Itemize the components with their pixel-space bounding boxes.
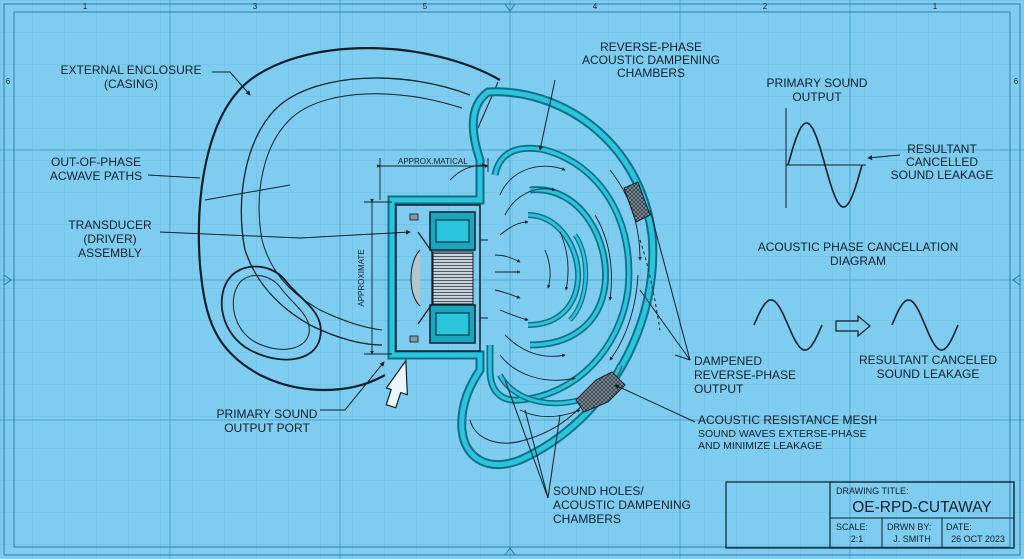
primary-output-arrow [385, 358, 408, 409]
scale-label: SCALE: [836, 522, 868, 532]
inverted-sine-wave [891, 299, 959, 351]
callout-resistance-mesh: ACOUSTIC RESISTANCE MESH SOUND WAVES EXT… [698, 413, 877, 452]
callout-text: DAMPENED [694, 354, 762, 368]
drawing-title: OE-RPD-CUTAWAY [852, 499, 992, 516]
callout-text: EXTERNAL ENCLOSURE [61, 63, 202, 77]
callout-text: OUTPUT [694, 382, 744, 396]
callout-dampened-output: DAMPENED REVERSE-PHASE OUTPUT [694, 354, 796, 396]
callout-text: AND MINIMIZE LEAKAGE [698, 440, 822, 452]
callout-text: (DRIVER) [83, 232, 136, 246]
date-label: DATE: [946, 522, 972, 532]
drawing-border [3, 3, 1021, 556]
mesh-pad-bottom [575, 371, 626, 413]
panel-text: SOUND LEAKAGE [891, 168, 994, 182]
callout-reverse-phase-chambers: REVERSE-PHASE ACOUSTIC DAMPENING CHAMBER… [582, 40, 720, 80]
dimension-label-horizontal: APPROX.MATICAL [398, 157, 468, 166]
earbud-cutaway: APPROX.MATICAL APPROXIMATE [197, 47, 661, 469]
ear-tip [220, 265, 322, 361]
scale-value: 2:1 [851, 534, 864, 544]
date-value: 26 OCT 2023 [951, 534, 1005, 544]
callout-text: ACWAVE PATHS [50, 169, 142, 183]
border-number: 2 [763, 2, 768, 11]
panel-text: RESULTANT CANCELED [859, 353, 997, 367]
voice-coil [432, 251, 474, 305]
callout-text: ACOUSTIC DAMPENING [582, 53, 720, 67]
drawn-by-value: J. SMITH [893, 534, 931, 544]
callout-primary-port: PRIMARY SOUND OUTPUT PORT [217, 407, 318, 435]
border-number: 4 [593, 2, 598, 11]
border-number: 1 [933, 2, 938, 11]
callout-out-of-phase: OUT-OF-PHASE ACWAVE PATHS [50, 155, 142, 183]
external-casing-outline [197, 47, 501, 392]
input-sine-wave [753, 299, 823, 351]
panel-text: OUTPUT [792, 90, 842, 104]
border-number: 6 [6, 77, 11, 86]
title-block: DRAWING TITLE: OE-RPD-CUTAWAY SCALE: 2:1… [725, 481, 1015, 549]
primary-sine-wave [787, 122, 863, 208]
callout-text: CHAMBERS [617, 66, 685, 80]
airflow-arrows [449, 163, 642, 418]
panel-text: SOUND LEAKAGE [877, 367, 980, 381]
callout-text: PRIMARY SOUND [217, 407, 318, 421]
callout-text: ACOUSTIC RESISTANCE MESH [698, 413, 877, 427]
transform-arrow [835, 314, 871, 338]
callout-sound-holes: SOUND HOLES/ ACOUSTIC DAMPENING CHAMBERS [553, 484, 691, 526]
callout-text: OUTPUT PORT [224, 421, 310, 435]
dimension-label-vertical: APPROXIMATE [357, 249, 366, 306]
border-numbers: 1 3 5 4 2 1 6 6 [6, 2, 1019, 86]
phase-cancellation-panel: PRIMARY SOUND OUTPUT RESULTANT CANCELLED… [753, 76, 997, 381]
border-number: 3 [253, 2, 258, 11]
dimension-lines [364, 158, 489, 355]
callout-text: REVERSE-PHASE [600, 40, 702, 54]
callout-text: SOUND HOLES/ [553, 484, 644, 498]
title-label: DRAWING TITLE: [836, 486, 909, 496]
drawn-by-label: DRWN BY: [887, 522, 931, 532]
callout-text: ACOUSTIC DAMPENING [553, 498, 691, 512]
border-number: 6 [1014, 77, 1019, 86]
callout-text: REVERSE-PHASE [694, 368, 796, 382]
border-number: 1 [83, 2, 88, 11]
callout-text: ASSEMBLY [78, 246, 142, 260]
panel-text: CANCELLED [906, 155, 978, 169]
panel-title: ACOUSTIC PHASE CANCELLATION [758, 240, 958, 254]
panel-title: DIAGRAM [830, 254, 886, 268]
panel-text: PRIMARY SOUND [767, 76, 868, 90]
callout-leaders [147, 71, 696, 499]
callout-text: TRANSDUCER [68, 218, 152, 232]
driver-frame [395, 204, 481, 352]
callout-text: (CASING) [104, 77, 158, 91]
border-number: 5 [423, 2, 428, 11]
panel-text: RESULTANT [907, 142, 977, 156]
callout-transducer: TRANSDUCER (DRIVER) ASSEMBLY [68, 218, 152, 260]
callout-external-enclosure: EXTERNAL ENCLOSURE (CASING) [61, 63, 202, 91]
callout-text: CHAMBERS [553, 512, 621, 526]
diaphragm [417, 231, 433, 325]
callout-text: OUT-OF-PHASE [51, 155, 141, 169]
callout-text: SOUND WAVES EXTERSE-PHASE [698, 428, 867, 440]
